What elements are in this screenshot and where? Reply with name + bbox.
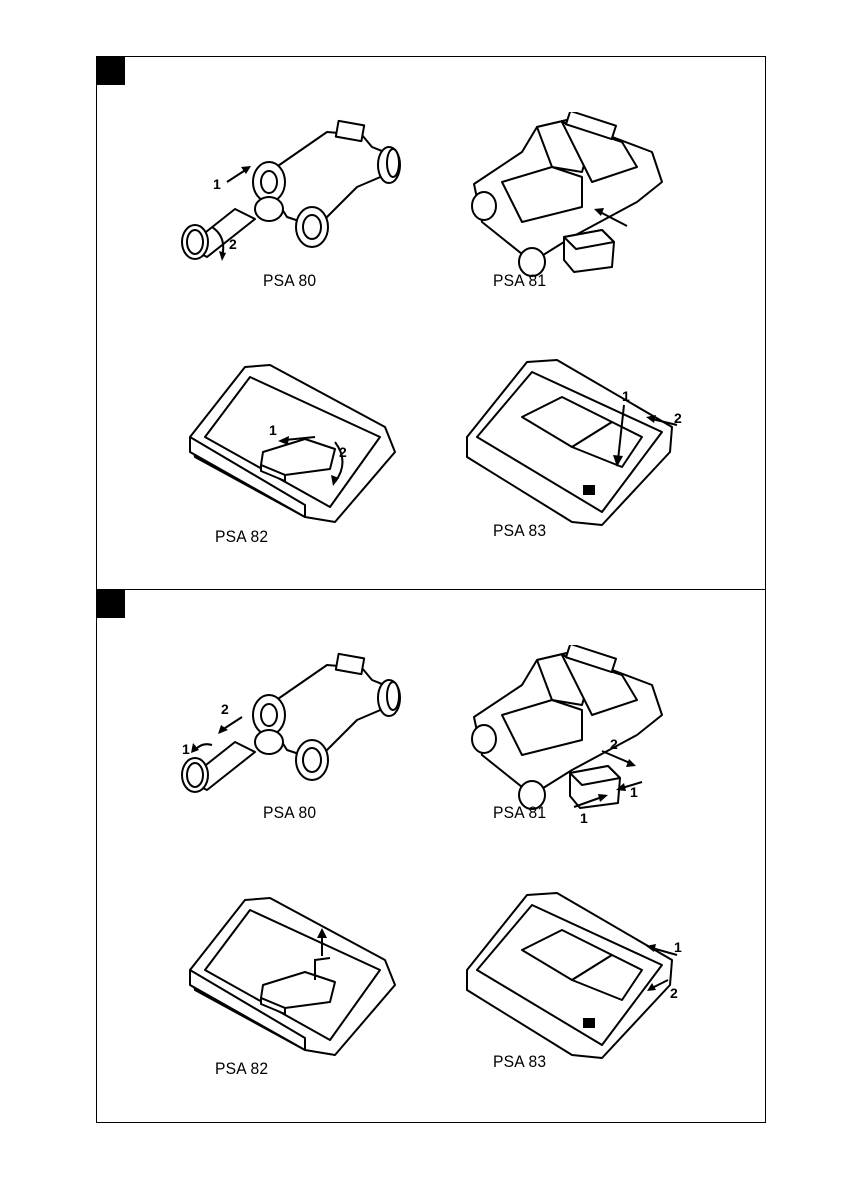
- psa83-step1-number-remove: 1: [674, 939, 682, 955]
- psa81-insert-illustration: [462, 112, 672, 282]
- panel-marker-2: [97, 590, 125, 618]
- panel-marker-1: [97, 57, 125, 85]
- psa83-step1-number: 1: [622, 388, 630, 404]
- psa83-label: PSA 83: [493, 521, 546, 541]
- psa81-remove-illustration: 2 1 1: [462, 645, 672, 825]
- psa82-insert-illustration: 1 2: [185, 357, 405, 532]
- figure-panel-2: 2 1 PSA 80 2 1 1 PSA 81: [96, 590, 766, 1123]
- psa83-label-remove: PSA 83: [493, 1052, 546, 1072]
- psa83-insert-illustration: 1 2: [462, 357, 692, 527]
- psa81-step1a-number: 1: [630, 784, 638, 800]
- psa80-step1-number-remove: 1: [182, 741, 190, 757]
- psa80-remove-illustration: 2 1: [167, 650, 417, 800]
- psa83-step2-number: 2: [674, 410, 682, 426]
- psa82-label-remove: PSA 82: [215, 1059, 268, 1079]
- psa82-remove-illustration: [185, 890, 405, 1065]
- psa81-step2-number: 2: [610, 736, 618, 752]
- psa80-step1-number: 1: [213, 176, 221, 192]
- psa80-insert-illustration: 1 2: [167, 117, 417, 267]
- psa83-step2-number-remove: 2: [670, 985, 678, 1001]
- psa81-label-remove: PSA 81: [493, 803, 546, 823]
- psa82-label: PSA 82: [215, 527, 268, 547]
- psa82-step1-number: 1: [269, 422, 277, 438]
- psa80-step2-number: 2: [229, 236, 237, 252]
- psa80-step2-number-remove: 2: [221, 701, 229, 717]
- psa83-remove-illustration: 1 2: [462, 890, 692, 1060]
- psa81-label: PSA 81: [493, 271, 546, 291]
- psa82-step2-number: 2: [339, 444, 347, 460]
- psa80-label-remove: PSA 80: [263, 803, 316, 823]
- figure-panel-1: 1 2 PSA 80 PSA 81: [96, 56, 766, 590]
- psa80-label: PSA 80: [263, 271, 316, 291]
- psa81-step1b-number: 1: [580, 810, 588, 825]
